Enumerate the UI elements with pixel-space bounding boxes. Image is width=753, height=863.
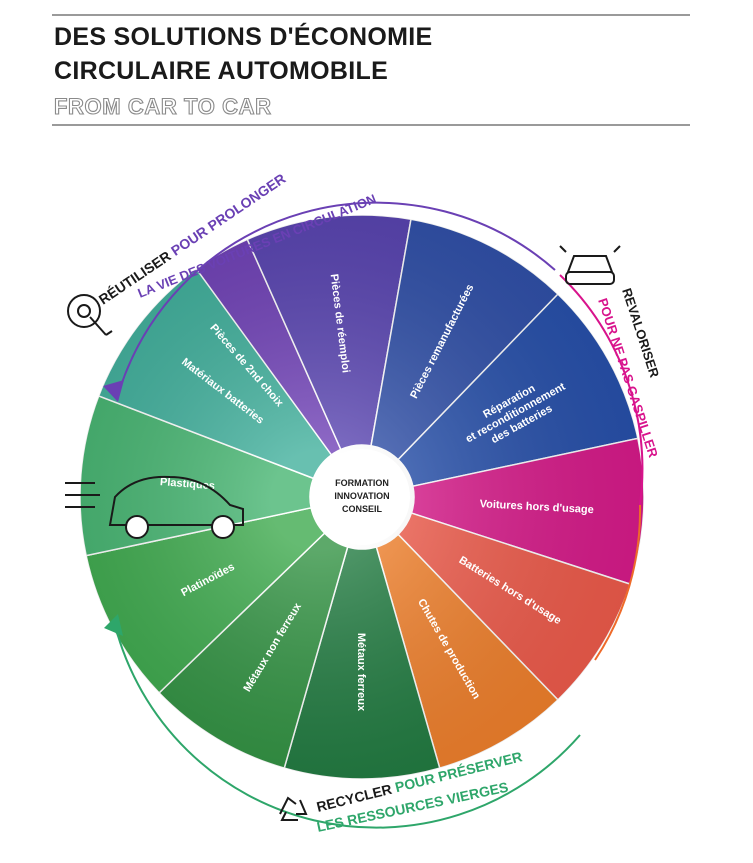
center-line-2: INNOVATION [334,491,389,501]
segment-label: Métaux ferreux [355,633,367,712]
title-line-2: CIRCULAIRE AUTOMOBILE [54,57,389,85]
top-rule [52,14,690,16]
segment-label: Voitures hors d'usage [479,498,594,516]
segment-label: Plastiques [160,476,216,492]
recycle-arrow-arc [114,624,581,829]
center-line-1: FORMATION [335,478,389,488]
center-hub [314,449,410,545]
car-front-icon [559,245,621,285]
revalorise-arc-magenta [559,274,644,506]
center-line-3: CONSEIL [342,504,383,514]
car-side-icon [65,475,244,539]
reuse-arrow-head [103,380,124,402]
recycle-icon [279,796,308,821]
revalorise-arc-orange [594,504,642,661]
title-line-1: DES SOLUTIONS D'ÉCONOMIE [54,23,433,51]
bottom-rule [52,124,690,126]
wheel-repair-icon [67,294,113,336]
recycle-arrow-head [104,614,123,636]
reuse-arrow-arc [117,201,556,396]
subtitle: FROM CAR TO CAR [53,93,272,119]
